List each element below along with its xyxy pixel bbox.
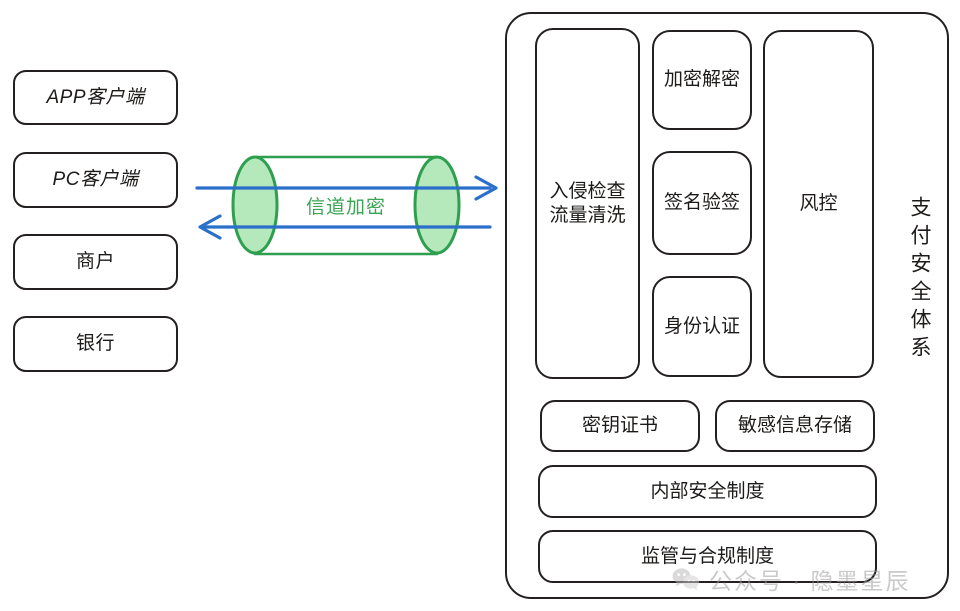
module-sensitive-data-storage-label: 敏感信息存储 bbox=[737, 415, 852, 437]
node-bank[interactable]: 银行 bbox=[13, 316, 178, 372]
module-key-certificate[interactable]: 密钥证书 bbox=[540, 400, 700, 452]
channel-encryption-label: 信道加密 bbox=[305, 197, 386, 218]
node-merchant[interactable]: 商户 bbox=[13, 234, 178, 290]
arrow-leftbound bbox=[198, 214, 492, 240]
module-key-certificate-label: 密钥证书 bbox=[581, 415, 658, 437]
module-intrusion-detection[interactable]: 入侵检查 流量清洗 bbox=[535, 28, 640, 379]
module-regulatory-compliance-policy[interactable]: 监管与合规制度 bbox=[538, 530, 877, 583]
module-risk-control-label: 风控 bbox=[799, 193, 838, 215]
node-app-client-label: APP客户端 bbox=[46, 86, 145, 108]
module-identity-authentication[interactable]: 身份认证 bbox=[652, 276, 752, 377]
module-encryption-decryption[interactable]: 加密解密 bbox=[652, 30, 752, 130]
node-pc-client[interactable]: PC客户端 bbox=[13, 152, 178, 208]
node-bank-label: 银行 bbox=[75, 333, 115, 355]
module-encryption-decryption-label: 加密解密 bbox=[663, 69, 740, 91]
module-identity-authentication-label: 身份认证 bbox=[663, 315, 740, 337]
module-sensitive-data-storage[interactable]: 敏感信息存储 bbox=[715, 400, 875, 452]
module-internal-security-policy-label: 内部安全制度 bbox=[650, 480, 765, 502]
payment-security-system-vertical-label: 支付安全体系 bbox=[908, 196, 931, 364]
module-risk-control[interactable]: 风控 bbox=[763, 30, 874, 378]
module-signature-verification[interactable]: 签名验签 bbox=[652, 151, 752, 255]
module-regulatory-compliance-policy-label: 监管与合规制度 bbox=[640, 545, 774, 567]
module-internal-security-policy[interactable]: 内部安全制度 bbox=[538, 465, 877, 518]
module-intrusion-detection-label: 入侵检查 流量清洗 bbox=[549, 181, 626, 226]
node-pc-client-label: PC客户端 bbox=[52, 169, 139, 191]
module-signature-verification-label: 签名验签 bbox=[663, 192, 740, 214]
node-app-client[interactable]: APP客户端 bbox=[13, 70, 178, 125]
node-merchant-label: 商户 bbox=[75, 251, 115, 273]
